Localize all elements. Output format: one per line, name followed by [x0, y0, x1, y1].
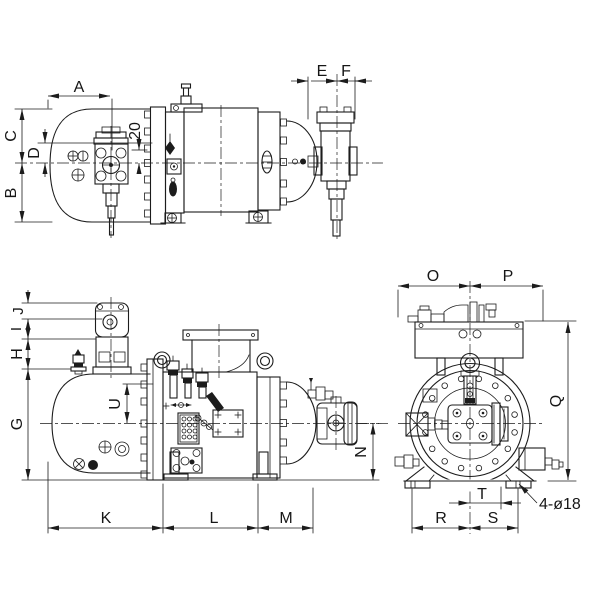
side-oil-separator-tank [51, 349, 151, 474]
dim-label-r: R [435, 510, 447, 527]
label-4-dia-18: 4-ø18 [539, 496, 581, 513]
dim-E-F: E F [291, 63, 372, 242]
dim-A: A [47, 79, 113, 151]
dim-label-g: G [9, 418, 26, 430]
dim-label-d: D [26, 147, 43, 159]
dim-label-u: U [107, 398, 124, 410]
discharge-valve [313, 106, 358, 237]
dim-U: U [107, 383, 154, 423]
top-side-view [15, 83, 383, 238]
dim-label-l: L [210, 510, 219, 527]
callout-foot-holes: 4-ø18 [518, 483, 581, 513]
end-view-dimensions: O P Q T R S 4-ø18 [397, 268, 581, 534]
dim-label-s: S [488, 510, 499, 527]
oil-separator-tank [49, 108, 151, 223]
dim-label-e: E [317, 63, 328, 80]
dim-label-t: T [477, 486, 487, 503]
dim-T: T [449, 486, 521, 510]
mounting-feet-side-view [163, 451, 278, 481]
lifting-eyes [153, 351, 274, 370]
dim-label-p: P [503, 268, 514, 285]
side-motor-end [256, 376, 358, 479]
bearing-block [164, 111, 185, 214]
top-view-dimensions: A C B D 20 [3, 63, 372, 242]
dim-D: D [26, 129, 153, 177]
dim-Q: Q [524, 320, 577, 482]
suction-flange-plate [144, 106, 167, 225]
dim-label-o: O [427, 268, 439, 285]
side-suction-flange-plate [140, 358, 164, 481]
dim-offset-20: 20 [127, 122, 148, 174]
dim-label-j: J [10, 307, 27, 315]
dim-label-n: N [353, 446, 370, 458]
oil-level-valve [92, 297, 132, 380]
dim-label-b: B [3, 188, 20, 199]
dim-N: N [353, 423, 379, 480]
dim-K-L-M: K L M [47, 461, 314, 534]
end-lifting-eye [459, 352, 481, 405]
dim-label-c: C [3, 130, 20, 142]
mounting-feet-top-view [160, 210, 272, 224]
dim-label-f: F [341, 63, 351, 80]
dim-label-20: 20 [127, 122, 144, 140]
dim-label-a: A [74, 79, 85, 96]
side-view-dimensions: J I H G U K L M N [8, 290, 379, 534]
dim-O-P: O P [397, 268, 544, 322]
suction-pipe [182, 324, 259, 380]
dim-label-q: Q [548, 395, 565, 407]
shaft-coupling [398, 388, 542, 446]
compressor-block [162, 354, 258, 479]
end-mounting-base [403, 466, 537, 489]
base-mask [402, 479, 538, 492]
end-view [394, 281, 564, 534]
motor-housing [183, 105, 259, 216]
dim-R-S: R S [411, 488, 519, 534]
end-side-fittings [394, 447, 564, 471]
oil-pump-assembly [93, 126, 129, 238]
dim-label-k: K [101, 510, 112, 527]
bottom-side-view [21, 297, 390, 481]
dim-label-h: H [9, 348, 26, 360]
dim-label-i: I [8, 327, 25, 331]
dim-J-I-H-G: J I H G [8, 290, 103, 480]
dim-label-m: M [279, 510, 292, 527]
discharge-end-bell [257, 111, 319, 211]
dim-C-B: C B [3, 108, 53, 223]
